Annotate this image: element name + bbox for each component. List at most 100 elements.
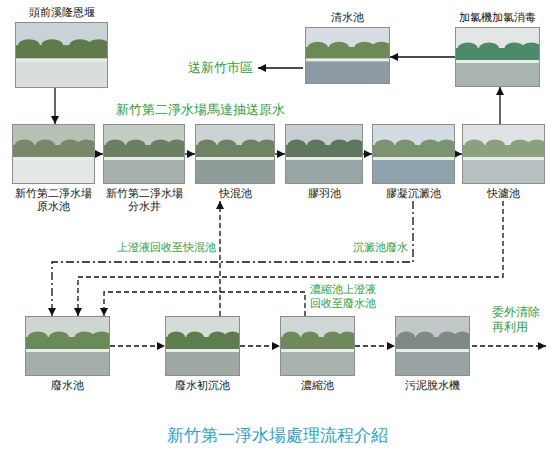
photo-tree [88, 39, 108, 52]
flow-arrow [355, 345, 395, 346]
photo-water [103, 158, 185, 184]
edge-label: 濃縮池上澄液回收至廢水池 [310, 283, 380, 311]
photo-frame [166, 317, 240, 376]
photo-frame [456, 28, 540, 87]
photo-tree [77, 140, 95, 152]
process-node: 快混池 [195, 124, 275, 201]
photo-tree [35, 140, 55, 152]
photo [285, 124, 363, 184]
note-label: 委外清除再利用 [492, 305, 544, 335]
photo [305, 27, 390, 84]
photo-tree [167, 332, 185, 344]
flow-arrow [110, 345, 165, 346]
flow-arrow [54, 88, 55, 124]
photo [15, 22, 108, 88]
flow-arrow [275, 153, 285, 154]
photo-frame [196, 125, 275, 184]
flow-arrow [52, 201, 413, 316]
photo-tree [437, 140, 455, 152]
node-label: 廢水初沉池 [165, 378, 240, 393]
photo [165, 316, 240, 376]
photo-edge [285, 157, 363, 160]
photo-frame [16, 23, 108, 88]
node-label: 快濾池 [462, 186, 545, 201]
photo-tree [307, 140, 326, 152]
photo-water [285, 158, 363, 184]
flow-arrow [499, 87, 500, 124]
process-node: 濃縮池 [280, 316, 355, 393]
note-label: 新竹第二淨水場馬達抽送原水 [116, 102, 292, 118]
flow-arrow [219, 201, 220, 316]
photo-tree [186, 332, 204, 344]
photo-water [15, 60, 108, 88]
photo-edge [25, 349, 110, 352]
photo-tree [301, 332, 319, 344]
photo [455, 27, 540, 87]
flow-arrow [240, 345, 280, 346]
photo-edge [195, 157, 275, 160]
process-node: 污泥脫水機 [395, 316, 470, 393]
process-node: 頭前溪隆恩堰 [15, 5, 108, 88]
photo-tree [167, 140, 185, 152]
photo [103, 124, 185, 184]
delivery-arrow [258, 67, 303, 68]
photo-frame [396, 317, 470, 376]
photo-tree [282, 332, 300, 344]
node-label: 膠羽池 [285, 186, 363, 201]
photo-water [25, 350, 110, 376]
photo [372, 124, 455, 184]
photo-tree [485, 140, 505, 152]
photo-water [455, 61, 540, 87]
photo-tree [49, 332, 69, 344]
photo-water [372, 158, 455, 184]
process-node: 快濾池 [462, 124, 545, 201]
node-label: 污泥脫水機 [395, 378, 470, 393]
photo-tree [371, 42, 390, 53]
photo-tree [416, 332, 434, 344]
photo-tree [458, 43, 478, 55]
photo-tree [287, 140, 306, 152]
photo-tree [454, 332, 471, 344]
process-node: 新竹第二淨水場原水池 [12, 124, 95, 214]
photo [12, 124, 95, 184]
photo-tree [521, 43, 540, 55]
photo-tree [464, 140, 484, 152]
process-node: 廢水初沉池 [165, 316, 240, 393]
photo-frame [26, 317, 110, 376]
photo-edge [103, 157, 185, 160]
photo-tree [18, 39, 40, 52]
photo-edge [165, 349, 240, 352]
photo-edge [15, 58, 108, 61]
photo-tree [479, 43, 499, 55]
node-label: 新竹第二淨水場分水井 [103, 186, 185, 214]
photo [195, 124, 275, 184]
flow-arrow [455, 153, 462, 154]
photo-tree [217, 140, 236, 152]
process-node: 廢水池 [25, 316, 110, 393]
node-label: 廢水池 [25, 378, 110, 393]
node-label: 加氯機加氯消毒 [455, 10, 540, 25]
flow-arrow [104, 292, 305, 316]
photo-water [195, 158, 275, 184]
photo-frame [306, 28, 390, 84]
photo-edge [395, 349, 470, 352]
photo-frame [281, 317, 355, 376]
photo [462, 124, 545, 184]
note-label: 送新竹市區 [185, 60, 253, 76]
photo-edge [372, 157, 455, 160]
photo-tree [329, 42, 349, 53]
node-label: 頭前溪隆恩堰 [15, 5, 108, 20]
photo-tree [346, 140, 363, 152]
photo-edge [462, 157, 545, 160]
process-node: 膠羽池 [285, 124, 363, 201]
photo-water [165, 350, 240, 376]
photo-frame [13, 125, 95, 184]
photo-tree [105, 140, 125, 152]
node-label: 新竹第二淨水場原水池 [12, 186, 95, 214]
photo [280, 316, 355, 376]
flow-arrow [95, 153, 103, 154]
photo-edge [12, 157, 95, 160]
flow-arrow [78, 201, 503, 316]
photo-edge [305, 58, 390, 61]
